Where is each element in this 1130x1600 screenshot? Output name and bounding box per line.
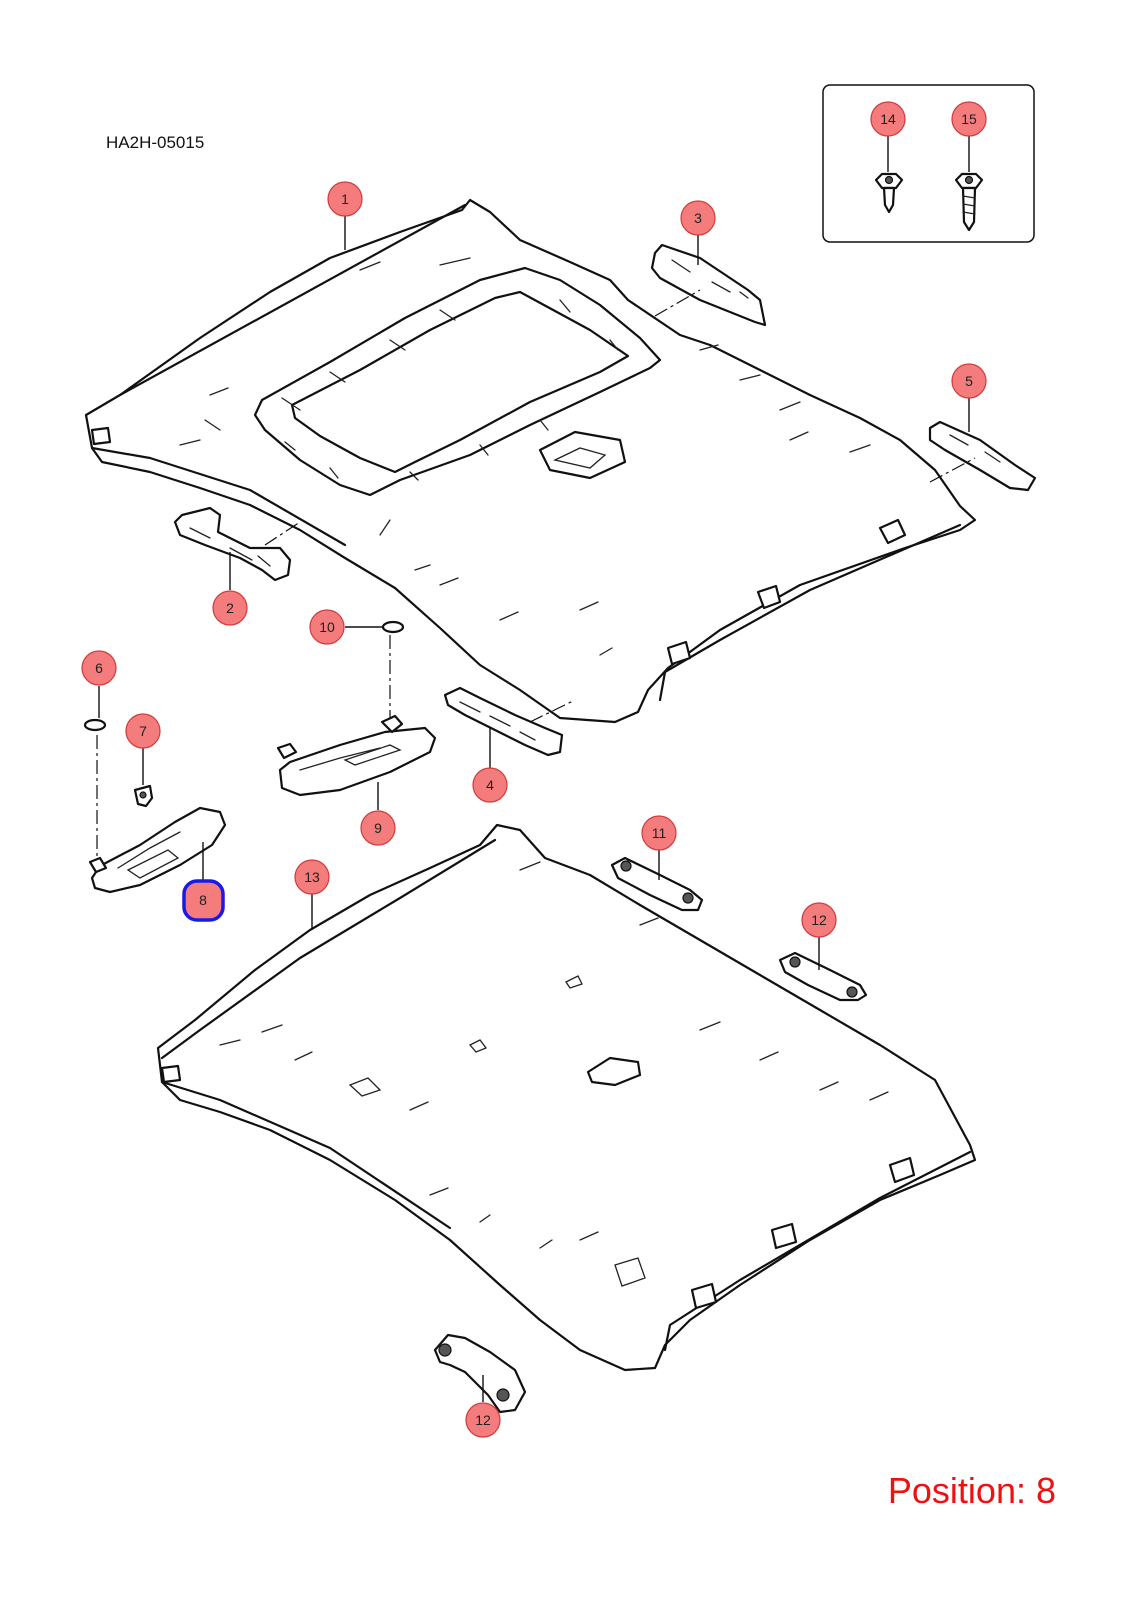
fastener-inset-box: [822, 84, 1035, 243]
callout-2[interactable]: 2: [212, 590, 248, 626]
grip-handle-12-right[interactable]: [778, 951, 868, 1002]
svg-text:14: 14: [880, 111, 896, 127]
callout-5[interactable]: 5: [951, 363, 987, 399]
bracket-2[interactable]: [173, 506, 292, 582]
svg-text:7: 7: [139, 723, 147, 739]
callout-12-right[interactable]: 12: [801, 902, 837, 938]
clip-7[interactable]: [133, 784, 154, 808]
svg-text:4: 4: [486, 777, 494, 793]
svg-text:2: 2: [226, 600, 234, 616]
clip-10[interactable]: [381, 620, 405, 634]
grip-handle-11[interactable]: [610, 856, 704, 912]
svg-text:3: 3: [694, 210, 702, 226]
leader-dash-4: [529, 699, 576, 723]
callout-3[interactable]: 3: [680, 200, 716, 236]
diagram-code: HA2H-05015: [106, 133, 204, 152]
sun-visor-8[interactable]: [88, 806, 227, 894]
callout-4[interactable]: 4: [472, 767, 508, 803]
position-label: Position: 8: [888, 1470, 1056, 1511]
leader-lines: [98, 136, 970, 1402]
leader-dash-5: [929, 457, 976, 483]
leader-dash-3: [654, 289, 701, 317]
grip-handle-12-bottom[interactable]: [433, 1333, 527, 1414]
callout-1[interactable]: 1: [327, 181, 363, 217]
callout-14[interactable]: 14: [870, 101, 906, 137]
svg-text:12: 12: [811, 912, 827, 928]
bolt-14[interactable]: [874, 172, 904, 214]
callout-15[interactable]: 15: [951, 101, 987, 137]
callout-7[interactable]: 7: [125, 713, 161, 749]
callout-9[interactable]: 9: [360, 810, 396, 846]
svg-text:11: 11: [652, 825, 667, 841]
callout-12-bottom[interactable]: 12: [465, 1402, 501, 1438]
callout-11[interactable]: 11: [641, 815, 677, 851]
leader-dash-2: [264, 521, 301, 546]
headlining-upper[interactable]: [84, 198, 977, 724]
bracket-5[interactable]: [928, 420, 1037, 492]
svg-text:1: 1: [341, 191, 349, 207]
headlining-lower[interactable]: [156, 823, 977, 1372]
svg-text:5: 5: [965, 373, 973, 389]
bolt-15[interactable]: [954, 172, 984, 232]
bracket-3[interactable]: [650, 243, 767, 327]
callout-10[interactable]: 10: [309, 609, 345, 645]
callout-8-selected[interactable]: 8: [182, 879, 225, 922]
callout-13[interactable]: 13: [294, 859, 330, 895]
svg-text:8: 8: [199, 892, 207, 908]
svg-text:12: 12: [475, 1412, 491, 1428]
clip-6[interactable]: [83, 718, 107, 732]
svg-text:9: 9: [374, 820, 382, 836]
svg-text:13: 13: [304, 869, 320, 885]
callout-6[interactable]: 6: [81, 650, 117, 686]
svg-text:15: 15: [961, 111, 977, 127]
sun-visor-9[interactable]: [276, 714, 437, 797]
bracket-4[interactable]: [443, 686, 564, 757]
svg-text:6: 6: [95, 660, 103, 676]
svg-text:10: 10: [319, 619, 335, 635]
